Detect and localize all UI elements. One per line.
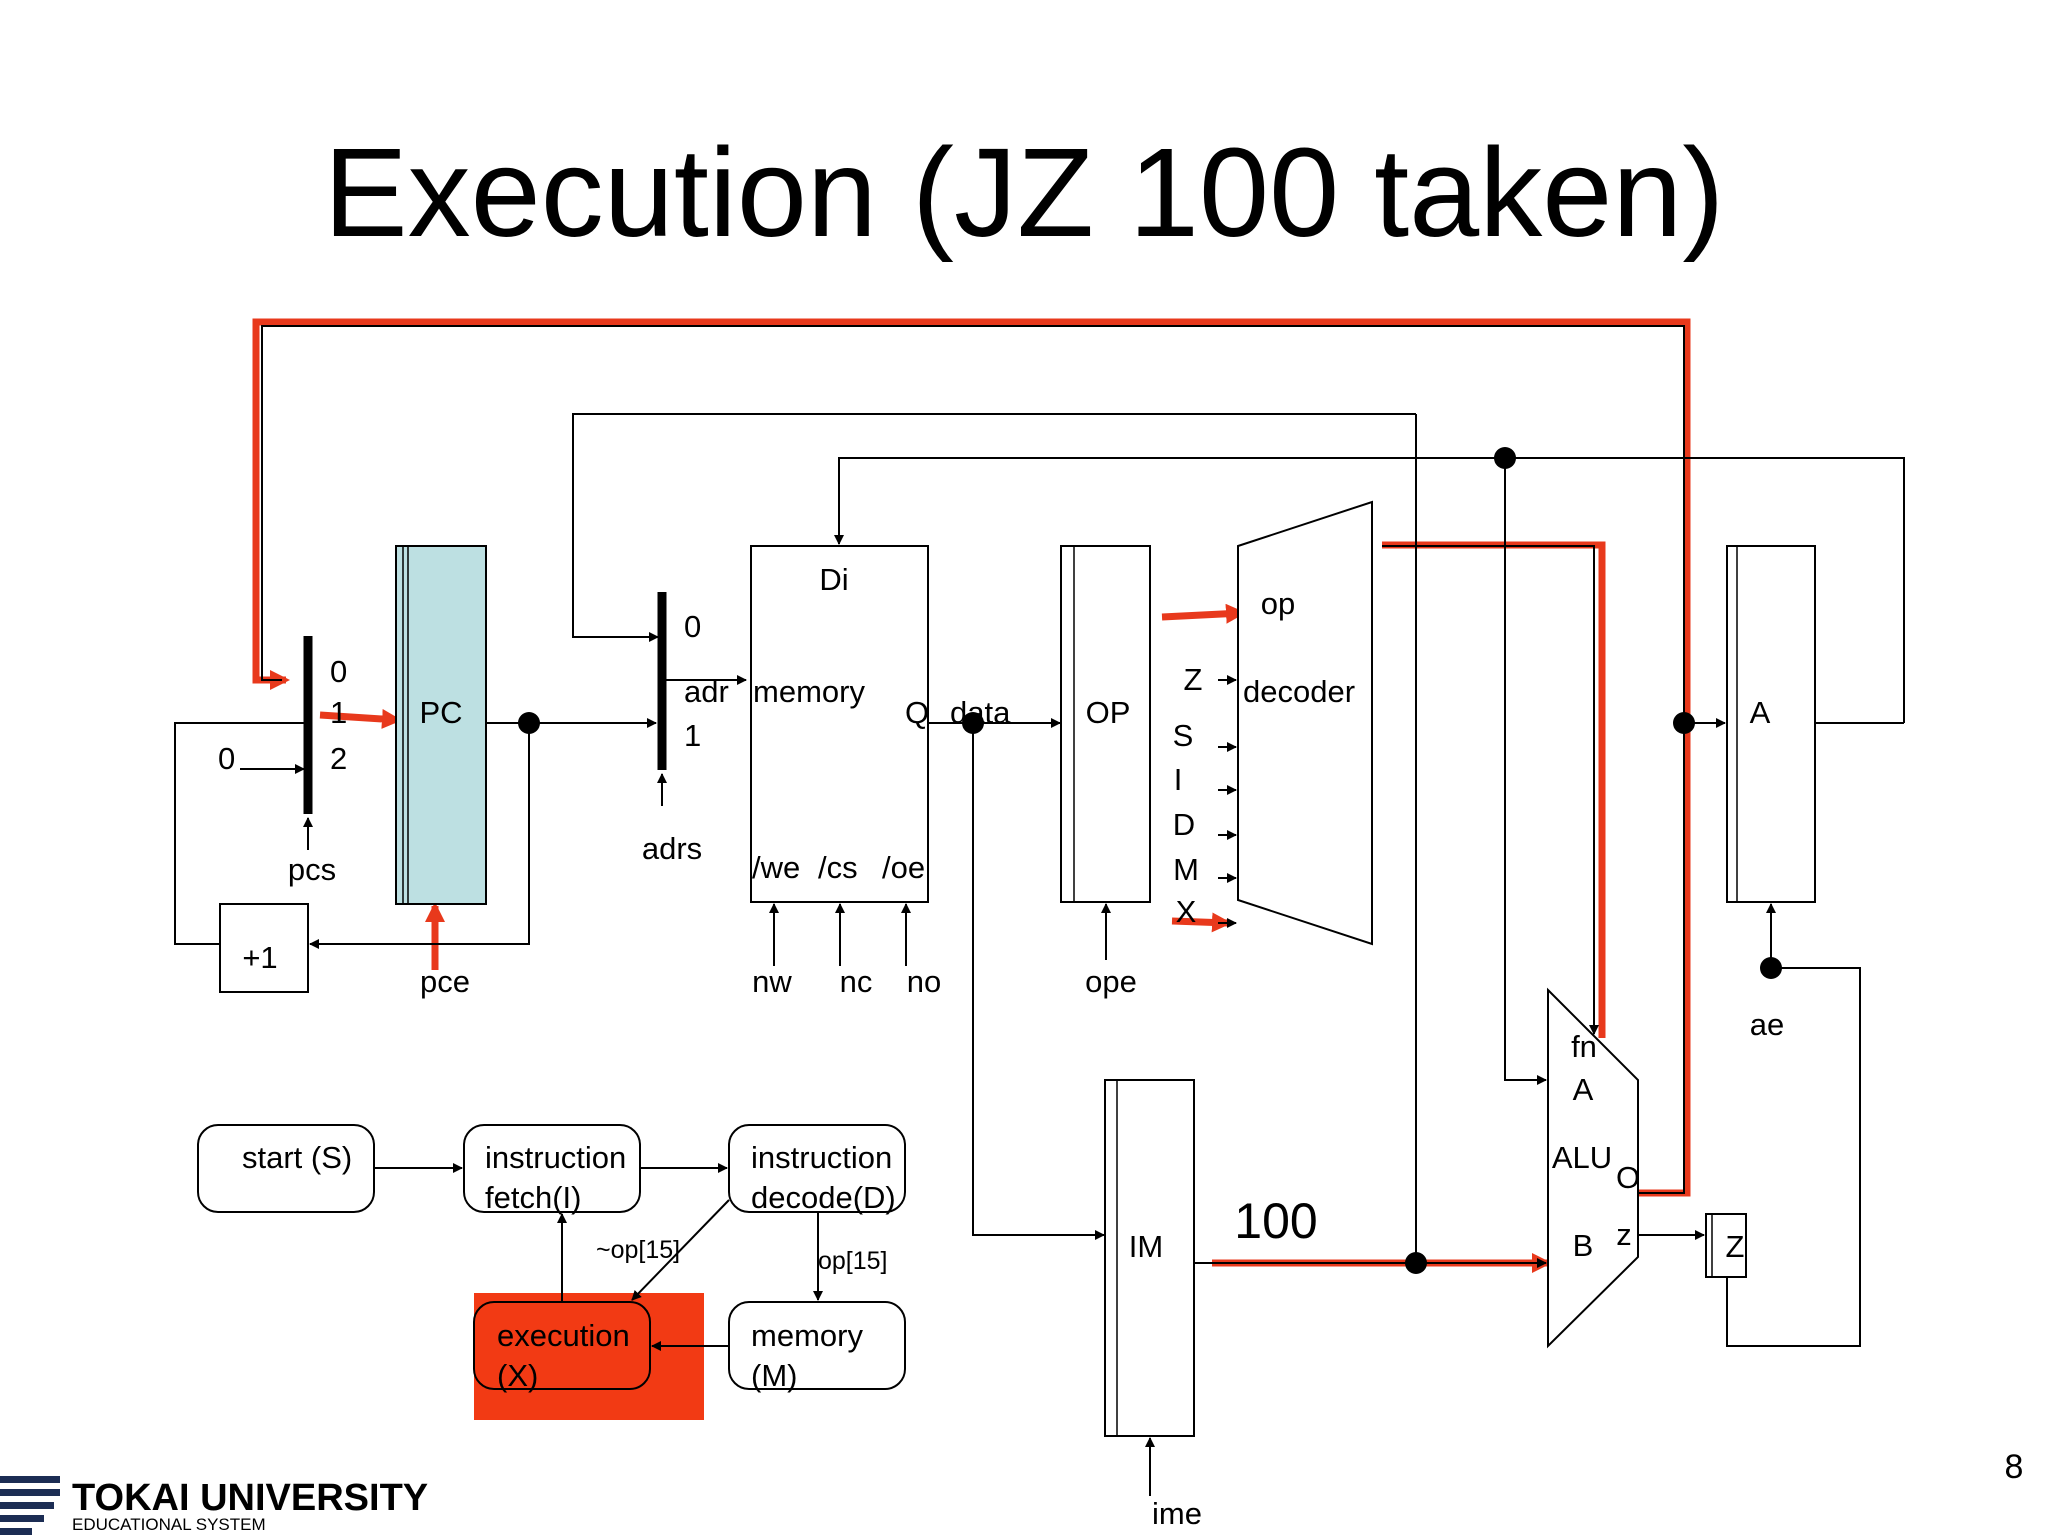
- adrs-label: adrs: [642, 831, 702, 866]
- pc-label: PC: [419, 695, 462, 730]
- fsm-transitions: [374, 1163, 823, 1351]
- alu-a-label: A: [1573, 1072, 1594, 1107]
- fsm-execution-line1: execution: [497, 1318, 630, 1353]
- memory-label: memory: [753, 674, 865, 709]
- alu-z-label: z: [1616, 1217, 1632, 1252]
- no-label: no: [907, 964, 941, 999]
- nw-label: nw: [752, 964, 792, 999]
- memory-q-label: Q: [905, 695, 929, 730]
- im-label: IM: [1129, 1229, 1163, 1264]
- ope-label: ope: [1085, 964, 1137, 999]
- alu-label: ALU: [1552, 1140, 1612, 1175]
- fsm-fetch-line1: instruction: [485, 1140, 626, 1175]
- tokai-logo: TOKAI UNIVERSITY EDUCATIONAL SYSTEM: [0, 1476, 428, 1535]
- fsm-memory-line1: memory: [751, 1318, 863, 1353]
- z-flag-label: Z: [1726, 1229, 1745, 1264]
- im-junction: [1405, 1252, 1427, 1274]
- adr-mux: 0 1 adrs: [572, 413, 1416, 866]
- decoder-out-i: I: [1174, 762, 1183, 797]
- memory-adr-label: adr: [684, 674, 729, 709]
- alu-fn-label: fn: [1571, 1029, 1597, 1064]
- z-flag: Z: [1705, 1213, 1747, 1278]
- fsm-start-label: start (S): [242, 1140, 352, 1175]
- pc-mux-in2-label: 2: [330, 741, 347, 776]
- a-register: A ae: [1726, 545, 1816, 1042]
- a-feedback-junction: [1494, 447, 1516, 469]
- fsm-decode-line1: instruction: [751, 1140, 892, 1175]
- pc-register: PC pce: [395, 545, 487, 999]
- data-junction: [962, 712, 984, 734]
- page-number: 8: [2005, 1448, 2024, 1486]
- memory-block: Di adr memory Q data /we /cs /oe nw nc n…: [684, 545, 1011, 999]
- fsm-cond-not-op15: ~op[15]: [596, 1236, 680, 1264]
- alu-out-junction: [1673, 712, 1695, 734]
- fsm-memory-line2: (M): [751, 1358, 797, 1393]
- alu-b-label: B: [1573, 1228, 1594, 1263]
- adr-mux-in0-label: 0: [684, 609, 701, 644]
- pc-mux: 0 1 2 0 pcs: [218, 636, 347, 887]
- tokai-logo-mark: [0, 1476, 60, 1535]
- alu-wires: [261, 325, 1904, 1347]
- decoder: op decoder Z S I D M X: [1173, 500, 1373, 946]
- im-value-label: 100: [1234, 1193, 1317, 1249]
- fsm-execution-line2: (X): [497, 1358, 538, 1393]
- memory-oe-label: /oe: [882, 850, 925, 885]
- decoder-out-z: Z: [1184, 662, 1203, 697]
- pc-mux-in0-label: 0: [330, 654, 347, 689]
- highlight-mux-to-pc: [319, 708, 402, 729]
- pcs-label: pcs: [288, 852, 336, 887]
- data-wires: [834, 457, 1905, 1240]
- ae-junction: [1760, 957, 1782, 979]
- decoder-op-label: op: [1261, 586, 1295, 621]
- incrementer-label: +1: [242, 940, 277, 975]
- op-label: OP: [1086, 695, 1131, 730]
- ae-label: ae: [1750, 1007, 1784, 1042]
- decoder-out-x: X: [1176, 894, 1197, 929]
- adr-mux-in1-label: 1: [684, 718, 701, 753]
- a-reg-label: A: [1750, 695, 1771, 730]
- memory-cs-label: /cs: [818, 850, 858, 885]
- incrementer: +1: [219, 903, 309, 993]
- pce-label: pce: [420, 964, 470, 999]
- fsm-decode-line2: decode(D): [751, 1180, 896, 1215]
- alu: fn A ALU O B z: [1547, 987, 1640, 1349]
- fsm-cond-op15: op[15]: [818, 1247, 888, 1275]
- decoder-out-m: M: [1173, 852, 1199, 887]
- pc-mux-const-label: 0: [218, 741, 235, 776]
- op-register: OP ope: [1060, 545, 1151, 999]
- fsm-fetch-line2: fetch(I): [485, 1180, 581, 1215]
- fsm: start (S) instruction fetch(I) instructi…: [197, 1124, 906, 1420]
- fsm-execution-highlight: [474, 1293, 704, 1420]
- decoder-out-d: D: [1173, 807, 1195, 842]
- im-register: IM ime 100: [1104, 1079, 1318, 1531]
- memory-di-label: Di: [819, 562, 848, 597]
- memory-we-label: /we: [752, 850, 800, 885]
- pc-wires: [174, 718, 657, 949]
- pc-mux-in1-label: 1: [330, 695, 347, 730]
- decoder-out-s: S: [1173, 718, 1194, 753]
- decoder-label: decoder: [1243, 674, 1355, 709]
- pc-output-junction: [518, 712, 540, 734]
- slide-title: Execution (JZ 100 taken): [324, 122, 1725, 263]
- ime-label: ime: [1152, 1496, 1202, 1531]
- nc-label: nc: [840, 964, 873, 999]
- highlight-op: [1161, 603, 1246, 624]
- alu-o-label: O: [1616, 1160, 1640, 1195]
- tokai-logo-subtitle: EDUCATIONAL SYSTEM: [72, 1515, 266, 1534]
- tokai-logo-name: TOKAI UNIVERSITY: [72, 1477, 428, 1519]
